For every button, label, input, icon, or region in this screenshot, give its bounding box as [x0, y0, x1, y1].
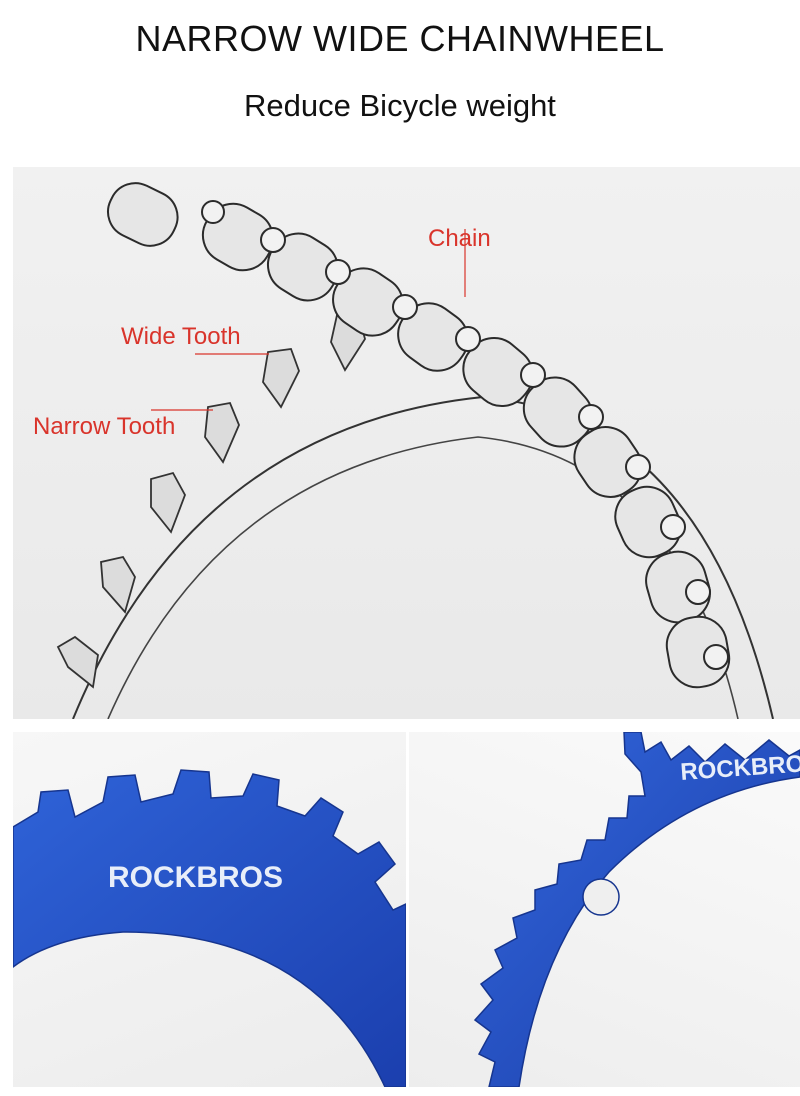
chainwheel-line-drawing	[56, 182, 774, 719]
page-subtitle: Reduce Bicycle weight	[244, 88, 556, 123]
chainring-angled-photo: ROCKBROS	[409, 732, 800, 1087]
brand-logo-text-left: ROCKBROS	[108, 861, 283, 894]
page-title: NARROW WIDE CHAINWHEEL	[135, 18, 665, 59]
chain-label: Chain	[428, 225, 491, 252]
chainring-closeup-photo: ROCKBROS	[13, 732, 406, 1087]
blue-chainring-left: ROCKBROS	[13, 769, 406, 1087]
blue-chainring-right: ROCKBROS	[473, 732, 800, 1087]
narrow-tooth-label: Narrow Tooth	[33, 413, 176, 440]
chainwheel-diagram: Chain Wide Tooth Narrow Tooth	[13, 167, 800, 719]
wide-tooth-label: Wide Tooth	[121, 323, 241, 350]
